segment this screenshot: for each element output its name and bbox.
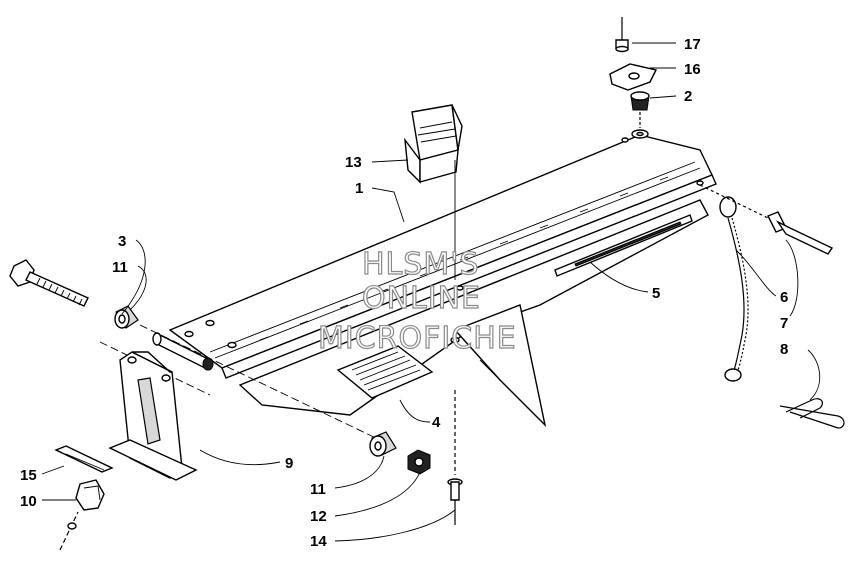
stand-bracket-part-9 [108,351,198,481]
bracket-plate [168,134,717,428]
callout-1: 1 [355,180,363,197]
nut-part-12 [407,449,431,475]
callout-6: 6 [780,289,788,306]
callout-11-top: 11 [112,259,128,276]
callout-16: 16 [684,61,701,78]
bushing-part-11-left [114,305,139,329]
rivet-part-14 [447,390,463,525]
callout-14: 14 [310,533,327,550]
strip-decal [554,214,693,277]
lanyard-cable-part-6 [719,196,749,382]
callout-17: 17 [684,36,701,53]
plate-part-16 [609,63,658,91]
callout-15: 15 [20,467,37,484]
callout-11-bottom: 11 [310,481,326,498]
plate-part-15 [54,445,114,473]
hairpin-clip-part-8 [779,398,845,429]
label-decal [336,345,434,399]
clip-part [404,104,463,184]
callout-8: 8 [780,341,788,358]
pin-part-17 [615,17,629,53]
knob-part-10 [59,479,105,551]
callout-labels: 17 16 2 13 1 3 11 5 6 7 8 4 9 15 11 10 1… [20,36,788,550]
watermark-line-2: ONLINE [362,281,481,316]
hinge-knuckles [259,176,669,341]
callout-10: 10 [20,493,37,510]
watermark-line-3: MICROFICHE [318,321,517,356]
leader-lines [41,42,821,542]
watermark-line-1: HLSM'S [362,247,480,282]
bolt-part-3 [9,259,89,307]
grommet-part-2 [630,91,650,139]
bushing-part-11-right [369,431,397,457]
callout-2: 2 [684,88,692,105]
callout-13: 13 [345,154,362,171]
callout-4: 4 [432,414,441,431]
pin-part-7 [699,184,834,255]
callout-5: 5 [652,285,660,302]
callout-12: 12 [310,508,327,525]
callout-7: 7 [780,315,788,332]
callout-3: 3 [118,233,126,250]
hinge-pin-tube [152,332,214,371]
callout-9: 9 [285,455,293,472]
watermark: HLSM'S ONLINE MICROFICHE [317,246,517,356]
